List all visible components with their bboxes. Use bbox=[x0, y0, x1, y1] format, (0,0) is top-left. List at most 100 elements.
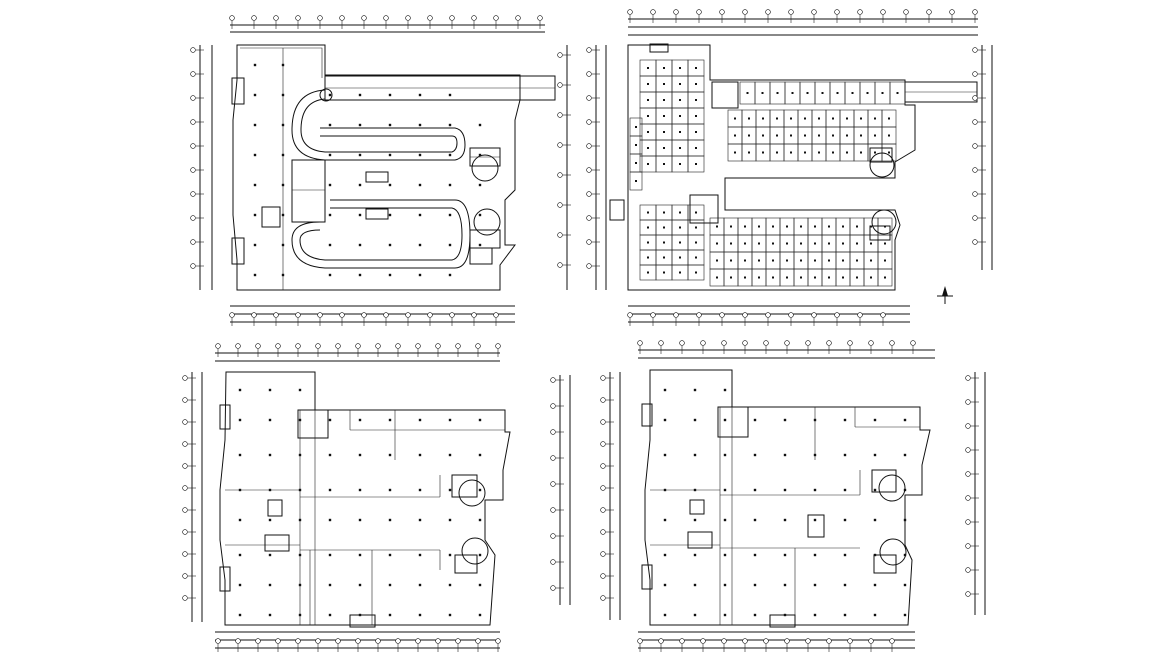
interior-walls bbox=[650, 407, 920, 625]
dimension-chain-left bbox=[191, 372, 203, 622]
column bbox=[814, 276, 816, 279]
axis-bubble bbox=[493, 15, 499, 21]
axis-bubble bbox=[182, 375, 188, 381]
column bbox=[828, 225, 830, 228]
service-core bbox=[264, 534, 290, 552]
column bbox=[813, 418, 817, 422]
axis-bubble bbox=[650, 312, 656, 318]
column bbox=[418, 518, 422, 522]
dimension-chain-right bbox=[559, 375, 571, 605]
axis-bubble bbox=[182, 551, 188, 557]
axis-bubble bbox=[449, 15, 455, 21]
axis-bubble bbox=[763, 638, 769, 644]
column bbox=[832, 134, 834, 137]
column bbox=[843, 453, 847, 457]
column bbox=[647, 163, 649, 165]
column bbox=[874, 117, 876, 120]
column bbox=[328, 123, 332, 127]
axis-bubble bbox=[182, 595, 188, 601]
column bbox=[679, 115, 681, 117]
column bbox=[388, 418, 392, 422]
north-arrow-icon bbox=[937, 286, 953, 304]
column bbox=[903, 418, 907, 422]
dimension-chain-left bbox=[595, 45, 607, 290]
axis-bubble bbox=[339, 15, 345, 21]
column bbox=[818, 117, 820, 120]
column bbox=[679, 211, 681, 214]
axis-bubble bbox=[190, 71, 196, 77]
column bbox=[753, 453, 757, 457]
column bbox=[888, 117, 890, 120]
column bbox=[448, 418, 452, 422]
elevator-core bbox=[689, 499, 705, 515]
column bbox=[836, 92, 839, 94]
column bbox=[478, 183, 482, 187]
elevator-core bbox=[261, 206, 281, 228]
axis-bubble bbox=[471, 15, 477, 21]
column bbox=[328, 243, 332, 247]
storage-cell bbox=[687, 264, 705, 281]
axis-bubble bbox=[868, 638, 874, 644]
axis-bubble bbox=[251, 312, 257, 318]
axis-bubble bbox=[550, 481, 556, 487]
column bbox=[647, 99, 649, 101]
column bbox=[873, 453, 877, 457]
column bbox=[851, 92, 854, 94]
column bbox=[418, 93, 422, 97]
column bbox=[281, 153, 285, 157]
column bbox=[328, 93, 332, 97]
column bbox=[772, 276, 774, 279]
column bbox=[753, 488, 757, 492]
column bbox=[448, 243, 452, 247]
axis-bubble bbox=[182, 397, 188, 403]
axis-bubble bbox=[550, 559, 556, 565]
axis-bubble bbox=[600, 441, 606, 447]
column bbox=[776, 134, 778, 137]
column bbox=[663, 418, 667, 422]
column bbox=[842, 225, 844, 228]
axis-bubble bbox=[427, 15, 433, 21]
column bbox=[635, 126, 637, 128]
axis-bubble bbox=[949, 9, 955, 15]
axis-bubble bbox=[889, 340, 895, 346]
axis-bubble bbox=[880, 9, 886, 15]
stair-left-upper bbox=[231, 77, 245, 105]
building-outline bbox=[627, 44, 916, 291]
column bbox=[478, 418, 482, 422]
column bbox=[884, 259, 886, 262]
axis-bubble bbox=[926, 9, 932, 15]
stair-core bbox=[717, 406, 749, 438]
column bbox=[358, 273, 362, 277]
axis-bubble bbox=[586, 71, 592, 77]
axis-bubble bbox=[190, 95, 196, 101]
axis-bubble bbox=[719, 312, 725, 318]
column bbox=[776, 151, 778, 154]
axis-bubble bbox=[673, 9, 679, 15]
column bbox=[748, 151, 750, 154]
axis-bubble bbox=[375, 638, 381, 644]
column bbox=[758, 259, 760, 262]
column bbox=[281, 273, 285, 277]
column bbox=[744, 225, 746, 228]
column-grid bbox=[253, 63, 482, 277]
column bbox=[358, 488, 362, 492]
column bbox=[448, 183, 452, 187]
axis-bubble bbox=[600, 573, 606, 579]
column bbox=[663, 241, 665, 244]
stair-tower-east-upper bbox=[469, 147, 501, 182]
column bbox=[762, 117, 764, 120]
column bbox=[744, 242, 746, 245]
axis-bubble bbox=[315, 638, 321, 644]
column bbox=[804, 151, 806, 154]
column bbox=[814, 242, 816, 245]
column bbox=[328, 273, 332, 277]
axis-bubble bbox=[586, 167, 592, 173]
axis-bubble bbox=[857, 9, 863, 15]
column bbox=[328, 583, 332, 587]
column bbox=[358, 553, 362, 557]
column bbox=[328, 553, 332, 557]
column bbox=[238, 553, 242, 557]
column bbox=[328, 213, 332, 217]
axis-bubble bbox=[557, 82, 563, 88]
column bbox=[873, 418, 877, 422]
